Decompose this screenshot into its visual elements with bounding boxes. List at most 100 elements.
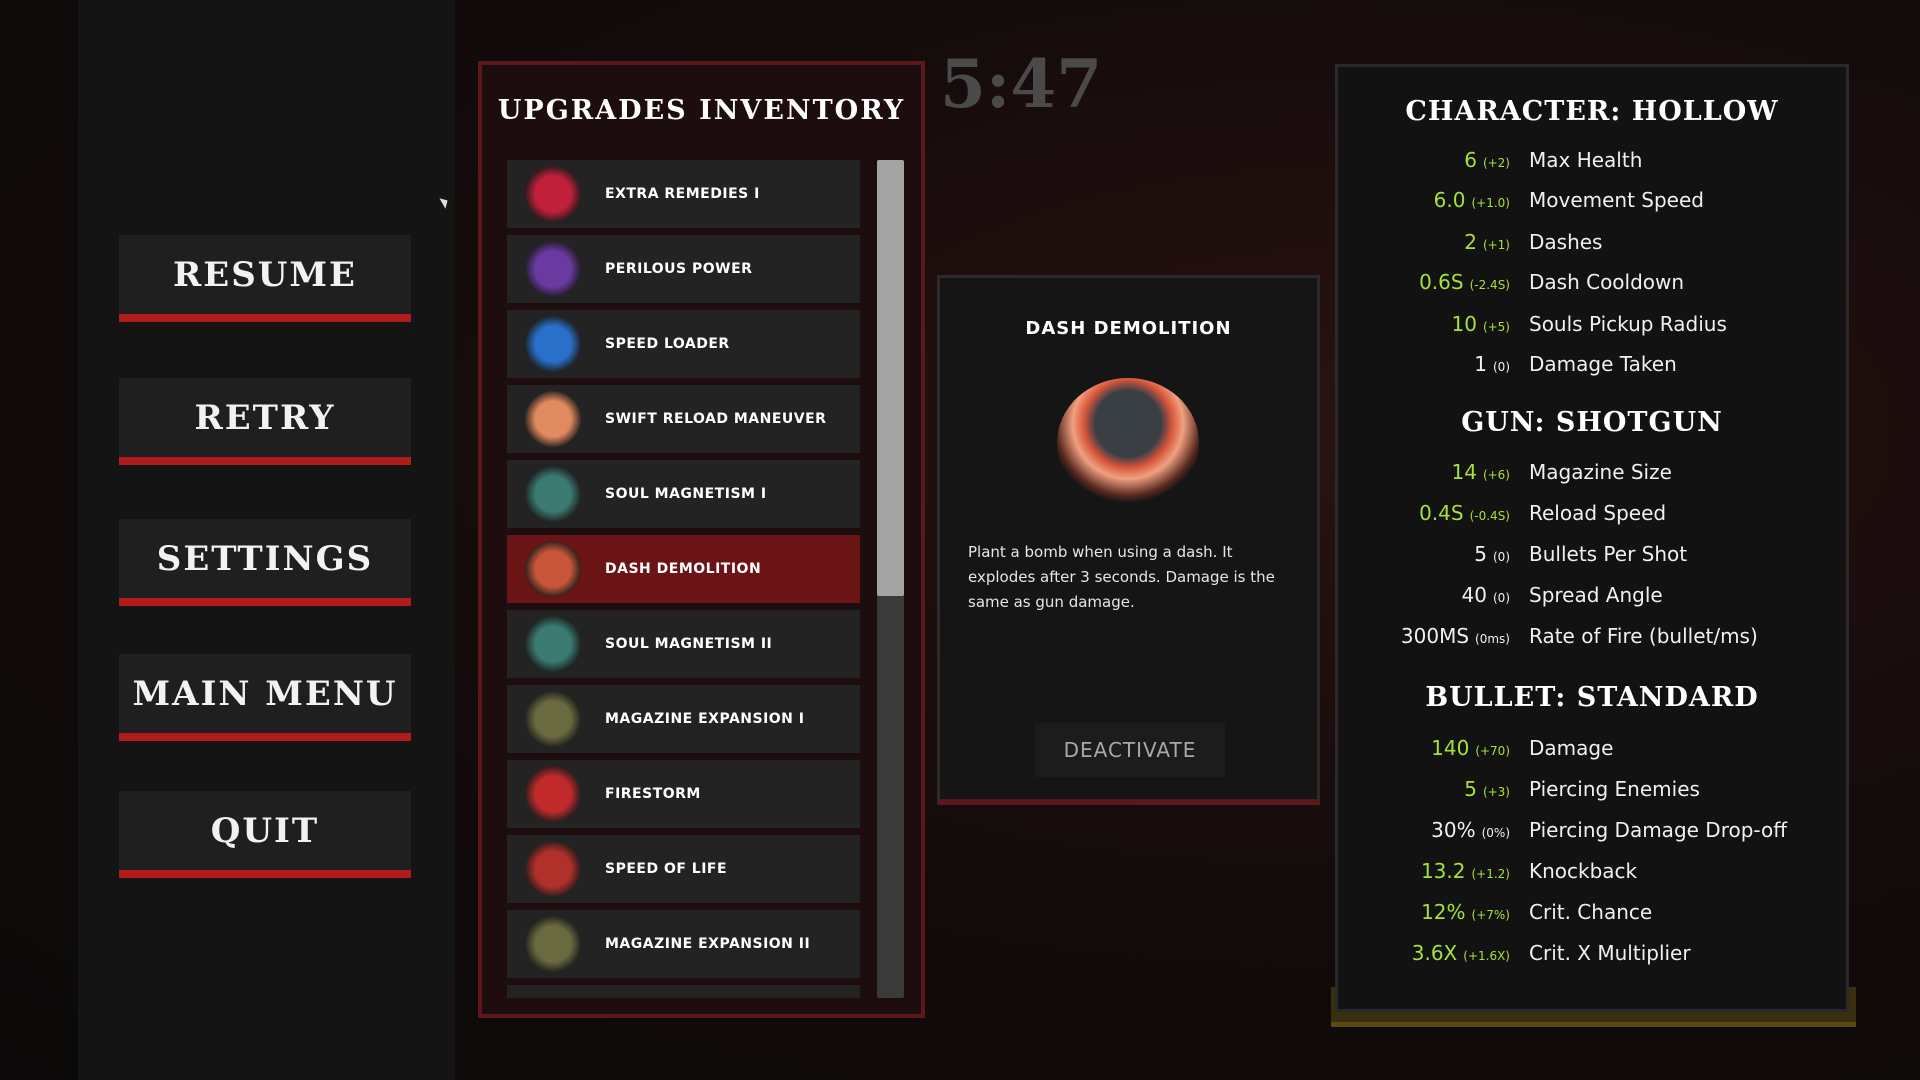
stat-label: Bullets Per Shot — [1529, 542, 1688, 566]
stat-value-group: 300MS (0ms) — [1401, 624, 1510, 648]
stat-row: 5(0) Bullets Per Shot — [1335, 542, 1849, 572]
stat-value: 12% — [1421, 900, 1466, 924]
scrollbar-thumb[interactable] — [877, 160, 904, 596]
inventory-item-partial[interactable] — [507, 985, 860, 998]
stat-row: 13.2(+1.2)Knockback — [1335, 859, 1849, 889]
stat-row: 10(+5) Souls Pickup Radius — [1335, 312, 1849, 342]
magazine-icon — [525, 691, 581, 747]
stat-value-group: 5(0) — [1474, 542, 1510, 566]
stat-label: Damage Taken — [1529, 352, 1677, 376]
stat-value-group: 5(+3) — [1464, 777, 1510, 801]
stat-value-group: 10(+5) — [1451, 312, 1510, 336]
stat-label: Souls Pickup Radius — [1529, 312, 1727, 336]
inventory-scrollbar[interactable] — [877, 160, 904, 998]
item-label: SPEED OF LIFE — [605, 861, 728, 877]
magazine-icon — [525, 916, 581, 972]
stat-row: 0.6S (-2.4S) Dash Cooldown — [1335, 270, 1849, 300]
stat-label: Movement Speed — [1529, 188, 1704, 212]
soul-swirl-icon — [525, 466, 581, 522]
stat-row: 40(0)Spread Angle — [1335, 583, 1849, 613]
stat-label: Magazine Size — [1529, 460, 1672, 484]
inventory-title: UPGRADES INVENTORY — [497, 95, 906, 126]
stat-delta: (+1.6X) — [1463, 949, 1510, 963]
stat-value-group: 0.6S (-2.4S) — [1419, 270, 1510, 294]
inventory-item[interactable]: SOUL MAGNETISM I — [507, 460, 860, 528]
settings-button[interactable]: SETTINGS — [119, 519, 411, 606]
stat-delta: (-2.4S) — [1469, 278, 1510, 292]
stat-delta: (+2) — [1482, 156, 1510, 170]
stat-label: Rate of Fire (bullet/ms) — [1529, 624, 1758, 648]
stat-row: 30% (0%) Piercing Damage Drop-off — [1335, 818, 1849, 848]
stat-delta: (+70) — [1475, 744, 1510, 758]
inventory-item[interactable]: SOUL MAGNETISM II — [507, 610, 860, 678]
stat-value: 3.6X — [1411, 941, 1458, 965]
resume-button[interactable]: RESUME — [119, 235, 411, 322]
purple-potion-icon — [525, 241, 581, 297]
stat-value: 6 — [1464, 148, 1477, 172]
stat-value-group: 0.4S(-0.4S) — [1419, 501, 1510, 525]
stat-delta: (0) — [1493, 591, 1510, 605]
stat-row: 140(+70)Damage — [1335, 736, 1849, 766]
stat-label: Reload Speed — [1529, 501, 1667, 525]
running-figure-icon — [525, 391, 581, 447]
stat-row: 3.6X(+1.6X)Crit. X Multiplier — [1335, 941, 1849, 971]
fire-demon-icon — [525, 766, 581, 822]
stat-value: 0.6S — [1419, 270, 1464, 294]
stat-delta: (0ms) — [1475, 632, 1510, 646]
stat-delta: (0) — [1493, 360, 1510, 374]
inventory-item[interactable]: EXTRA REMEDIES I — [507, 160, 860, 228]
detail-title: DASH DEMOLITION — [1025, 318, 1232, 339]
speed-figure-icon — [525, 841, 581, 897]
stat-value: 1 — [1474, 352, 1487, 376]
blue-vortex-icon — [525, 316, 581, 372]
stat-delta: (+5) — [1482, 320, 1510, 334]
detail-description: Plant a bomb when using a dash. It explo… — [968, 543, 1275, 611]
stat-row: 14(+6)Magazine Size — [1335, 460, 1849, 490]
stat-value: 30% — [1431, 818, 1476, 842]
stat-row: 12%(+7%)Crit. Chance — [1335, 900, 1849, 930]
inventory-item[interactable]: SPEED OF LIFE — [507, 835, 860, 903]
stat-label: Max Health — [1529, 148, 1643, 172]
stat-delta: (+3) — [1482, 785, 1510, 799]
main-menu-button[interactable]: MAIN MENU — [119, 654, 411, 741]
inventory-item[interactable]: SPEED LOADER — [507, 310, 860, 378]
stat-value: 0.4S — [1419, 501, 1464, 525]
deactivate-button[interactable]: DEACTIVATE — [1035, 723, 1225, 777]
stat-label: Piercing Enemies — [1529, 777, 1700, 801]
stat-delta: (+1) — [1482, 238, 1510, 252]
stat-label: Dashes — [1529, 230, 1603, 254]
stats-section-title: GUN: SHOTGUN — [1461, 407, 1723, 438]
stat-delta: (0%) — [1481, 826, 1510, 840]
stat-value-group: 13.2(+1.2) — [1421, 859, 1510, 883]
stat-delta: (+1.0) — [1471, 196, 1510, 210]
inventory-item[interactable]: MAGAZINE EXPANSION II — [507, 910, 860, 978]
inventory-item[interactable]: PERILOUS POWER — [507, 235, 860, 303]
stat-value: 14 — [1451, 460, 1477, 484]
stat-value: 300MS — [1400, 624, 1470, 648]
stats-panel — [1335, 64, 1849, 1012]
item-label: FIRESTORM — [605, 786, 701, 802]
stat-label: Piercing Damage Drop-off — [1529, 818, 1788, 842]
stat-value-group: 1 (0) — [1474, 352, 1510, 376]
item-label: SWIFT RELOAD MANEUVER — [605, 411, 827, 427]
stat-label: Dash Cooldown — [1529, 270, 1685, 294]
stat-value: 13.2 — [1420, 859, 1466, 883]
stats-section-title: CHARACTER: HOLLOW — [1405, 96, 1779, 127]
item-label: MAGAZINE EXPANSION I — [605, 711, 805, 727]
retry-button[interactable]: RETRY — [119, 378, 411, 465]
inventory-item[interactable]: DASH DEMOLITION — [507, 535, 860, 603]
stat-row: 5(+3) Piercing Enemies — [1335, 777, 1849, 807]
stat-row: 6 (+2) Max Health — [1335, 148, 1849, 178]
soul-swirl-icon — [525, 616, 581, 672]
item-label: DASH DEMOLITION — [605, 561, 762, 577]
inventory-item[interactable]: MAGAZINE EXPANSION I — [507, 685, 860, 753]
inventory-item[interactable]: FIRESTORM — [507, 760, 860, 828]
item-label: PERILOUS POWER — [605, 261, 753, 277]
red-potion-icon — [525, 166, 581, 222]
stat-value-group: 140(+70) — [1431, 736, 1510, 760]
item-label: SOUL MAGNETISM I — [605, 486, 767, 502]
inventory-item[interactable]: SWIFT RELOAD MANEUVER — [507, 385, 860, 453]
stat-value-group: 40(0) — [1462, 583, 1510, 607]
stat-row: 300MS (0ms) Rate of Fire (bullet/ms) — [1335, 624, 1849, 654]
quit-button[interactable]: QUIT — [119, 791, 411, 878]
